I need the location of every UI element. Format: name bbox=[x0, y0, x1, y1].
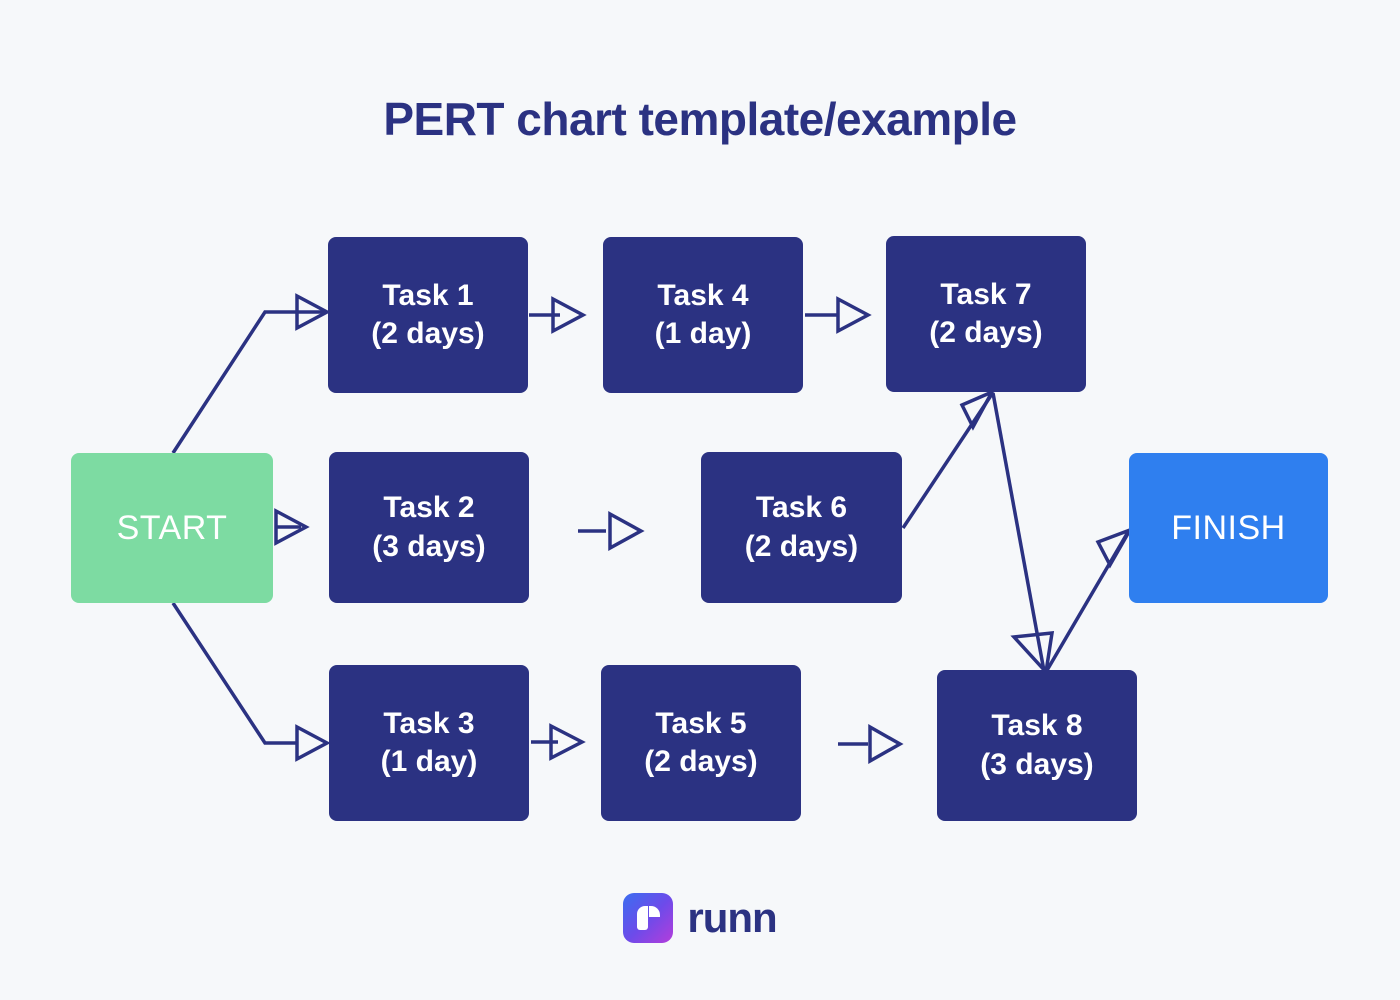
logo-bar-shape bbox=[637, 906, 649, 930]
edge-task5-to-task8 bbox=[838, 723, 904, 765]
page-title: PERT chart template/example bbox=[383, 93, 1017, 145]
node-finish-label: FINISH bbox=[1171, 508, 1286, 547]
node-start[interactable]: START bbox=[71, 453, 273, 603]
node-task8-duration: (3 days) bbox=[980, 747, 1094, 781]
node-task3[interactable]: Task 3 (1 day) bbox=[329, 665, 529, 821]
edge-start-to-task2 bbox=[274, 508, 310, 546]
node-task7[interactable]: Task 7 (2 days) bbox=[886, 236, 1086, 392]
node-task3-title: Task 3 bbox=[383, 706, 475, 740]
node-task2-title: Task 2 bbox=[383, 491, 475, 525]
edge-task4-to-task7 bbox=[805, 296, 872, 334]
node-task1-duration: (2 days) bbox=[371, 317, 485, 350]
node-task8-title: Task 8 bbox=[991, 709, 1083, 743]
edge-task1-to-task4 bbox=[529, 296, 587, 334]
brand-wordmark: runn bbox=[687, 894, 777, 941]
edge-start-to-task3 bbox=[171, 602, 331, 762]
node-task5[interactable]: Task 5 (2 days) bbox=[601, 665, 801, 821]
node-finish[interactable]: FINISH bbox=[1129, 453, 1328, 603]
node-task6-duration: (2 days) bbox=[744, 529, 859, 563]
node-task7-title: Task 7 bbox=[940, 277, 1032, 311]
node-task5-title: Task 5 bbox=[655, 706, 747, 740]
node-task4[interactable]: Task 4 (1 day) bbox=[603, 237, 803, 393]
node-task8[interactable]: Task 8 (3 days) bbox=[937, 670, 1137, 821]
node-task4-title: Task 4 bbox=[657, 278, 749, 312]
node-task5-duration: (2 days) bbox=[644, 745, 758, 778]
node-task2[interactable]: Task 2 (3 days) bbox=[329, 452, 529, 603]
node-task1-title: Task 1 bbox=[382, 278, 474, 312]
edge-task7-to-task8 bbox=[991, 392, 1055, 676]
node-task6-title: Task 6 bbox=[755, 491, 848, 525]
node-task4-duration: (1 day) bbox=[654, 317, 752, 350]
node-task7-duration: (2 days) bbox=[929, 316, 1043, 349]
logo-hook-shape bbox=[649, 906, 661, 917]
node-task2-duration: (3 days) bbox=[372, 529, 486, 563]
edge-start-to-task1 bbox=[171, 293, 331, 454]
runn-logo-mark-icon bbox=[623, 893, 674, 943]
edge-task3-to-task5 bbox=[531, 723, 586, 761]
footer-brand: runn bbox=[0, 893, 1400, 943]
edge-task2-to-task6 bbox=[578, 511, 645, 551]
node-task6[interactable]: Task 6 (2 days) bbox=[701, 452, 902, 603]
node-task1[interactable]: Task 1 (2 days) bbox=[328, 237, 528, 393]
node-task3-duration: (1 day) bbox=[380, 745, 478, 778]
edge-task8-to-finish bbox=[1044, 526, 1134, 673]
edge-task6-to-task7 bbox=[901, 388, 996, 529]
node-start-label: START bbox=[116, 508, 228, 547]
